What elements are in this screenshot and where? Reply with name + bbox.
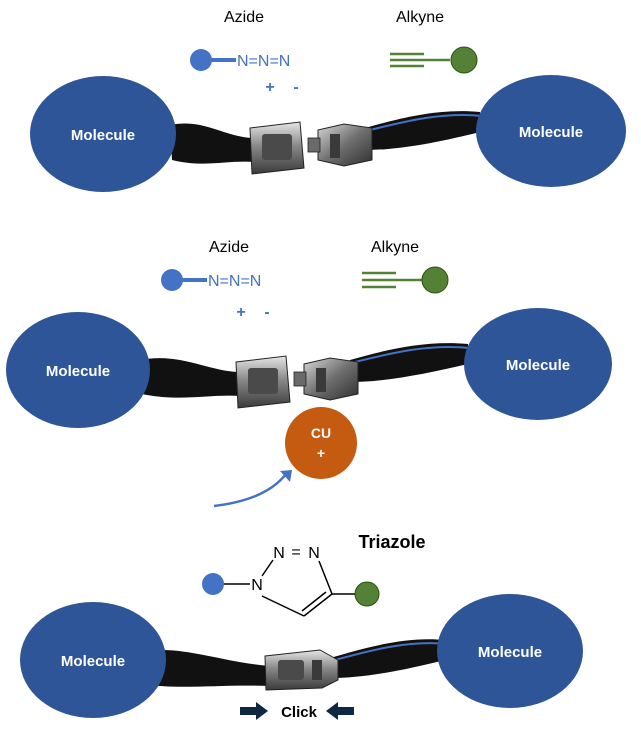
molecule-right [464,308,612,420]
ring-n2: N [273,545,285,562]
alkyne-group [390,46,478,74]
click-label: Click [281,704,318,721]
catalyst-arrow [213,473,287,508]
buckle-open [235,355,359,409]
left-strap [170,123,255,164]
azide-plus-charge: + [236,304,245,321]
alkyne-label: Alkyne [371,239,419,256]
molecule-left [30,76,176,192]
molecule-right-label: Molecule [478,644,542,661]
right-strap [330,639,445,678]
azide-group: N=N=N + - [161,269,270,321]
copper-catalyst: CU + [285,407,357,479]
molecule-right-label: Molecule [519,124,583,141]
azide-formula: N=N=N [237,53,290,70]
molecule-left [20,602,166,718]
left-strap [140,358,240,398]
right-strap [365,111,480,150]
ring-double-bond: = [291,544,300,561]
molecule-left-label: Molecule [71,127,135,144]
azide-label: Azide [209,239,249,256]
azide-ball [190,49,212,71]
catalyst-arrow-head [280,470,292,482]
right-strap [350,343,468,382]
alkyne-label: Alkyne [396,9,444,26]
triazole-structure: N N = N [202,544,380,617]
molecule-right [437,594,583,708]
azide-minus-charge: - [264,304,269,321]
azide-group: N=N=N + - [190,49,299,96]
panel-1: Azide Alkyne N=N=N + - [30,9,626,192]
alkyne-ball [421,266,449,294]
molecule-left-label: Molecule [46,363,110,380]
azide-plus-charge: + [265,79,274,96]
substituent-ball-left [202,573,224,595]
molecule-right-label: Molecule [506,357,570,374]
azide-minus-charge: - [293,79,298,96]
azide-label: Azide [224,9,264,26]
ring-n3: N [308,545,320,562]
triazole-label: Triazole [358,532,425,552]
arrow-right-icon [240,702,268,720]
click-indicator: Click [240,702,354,721]
alkyne-ball [450,46,478,74]
ring-n1: N [251,577,263,594]
alkyne-group [362,266,449,294]
azide-formula: N=N=N [208,273,261,290]
azide-ball [161,269,183,291]
panel-2: Azide Alkyne N=N=N + - Molecule M [6,239,612,508]
buckle-closed [264,649,339,691]
left-strap [140,649,270,687]
substituent-ball-right [354,581,380,607]
copper-ion [285,407,357,479]
molecule-left [6,312,150,428]
molecule-right [476,75,626,187]
arrow-left-icon [326,702,354,720]
copper-symbol: CU [311,425,331,441]
molecule-left-label: Molecule [61,653,125,670]
buckle-open [249,121,373,175]
panel-3: Triazole N N = N Molecule [20,532,583,721]
copper-charge: + [317,445,325,461]
